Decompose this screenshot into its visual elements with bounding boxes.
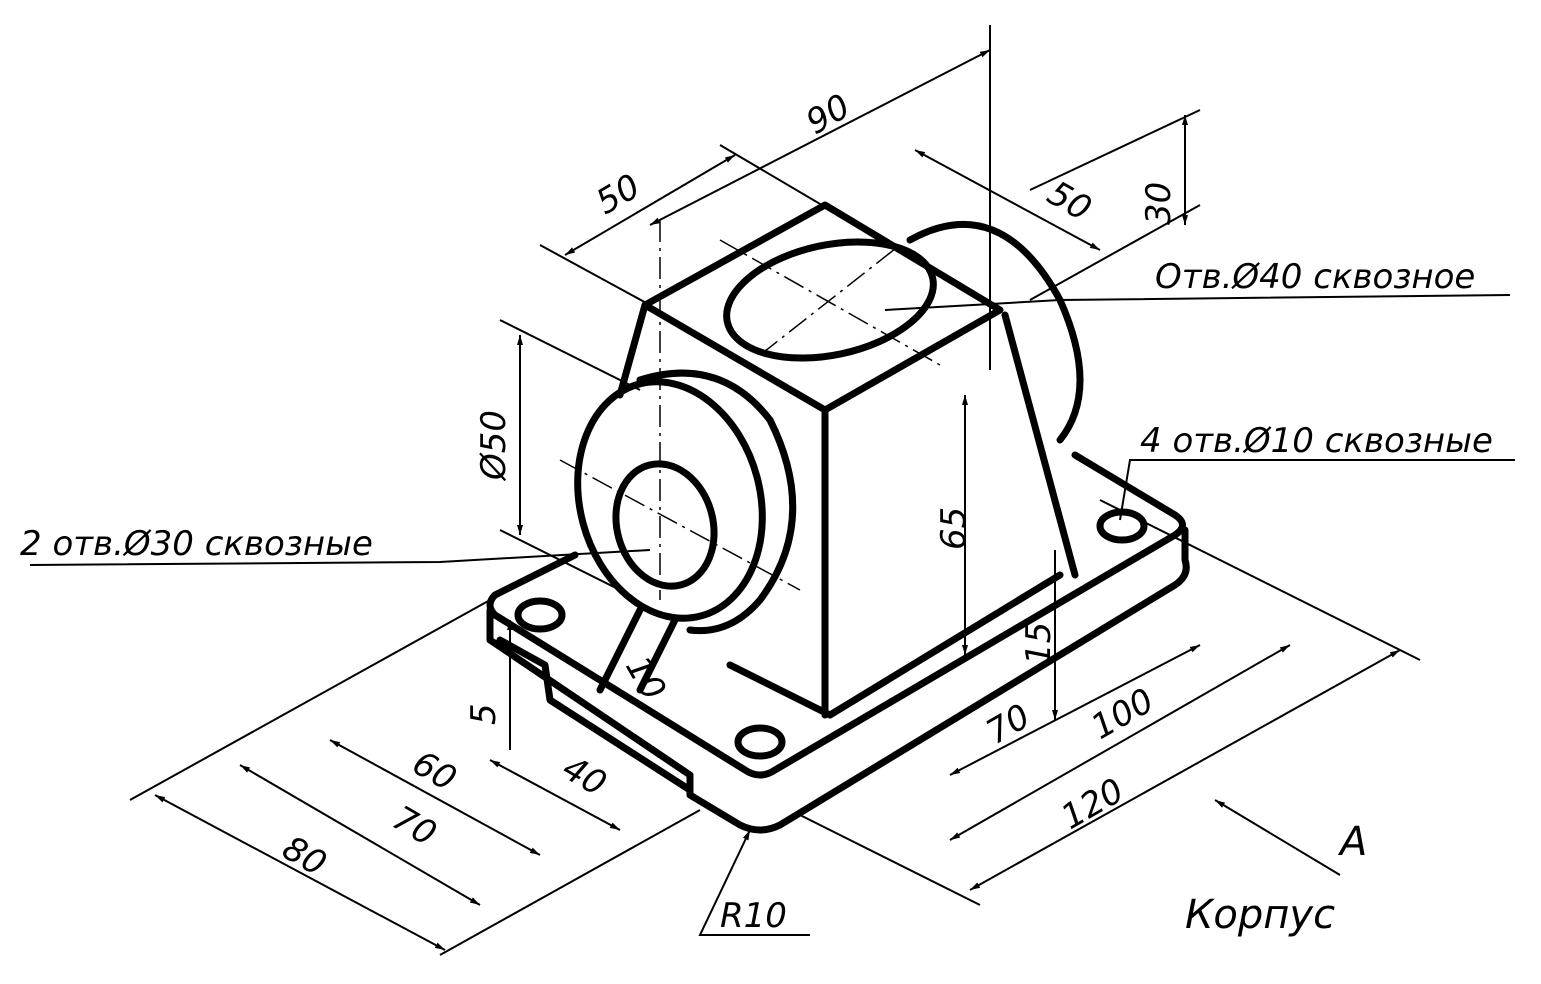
base-hole xyxy=(514,597,566,633)
note-radius: R10 xyxy=(720,896,787,936)
base-hole xyxy=(734,724,786,760)
dim-len-100: 100 xyxy=(1085,681,1161,748)
side-boss xyxy=(574,369,797,635)
rib xyxy=(596,606,679,694)
dimension-lines xyxy=(129,49,1421,956)
dim-len-120: 120 xyxy=(1055,771,1131,838)
box xyxy=(616,201,1084,719)
dim-width-40: 40 xyxy=(556,748,613,804)
dim-width-80: 80 xyxy=(276,828,333,884)
dim-plate-step: 15 xyxy=(1019,622,1059,665)
top-hole xyxy=(723,238,937,362)
note-side-holes: 2 отв.Ø30 сквозные xyxy=(20,524,373,564)
dim-boss-diameter: Ø50 xyxy=(474,410,514,482)
view-label: A xyxy=(1337,819,1367,865)
base-hole xyxy=(1096,508,1148,544)
dim-top-length: 90 xyxy=(800,87,857,143)
dim-width-60: 60 xyxy=(406,743,463,799)
side-hole xyxy=(612,460,718,590)
dim-len-70: 70 xyxy=(980,697,1037,753)
note-base-holes: 4 отв.Ø10 сквозные xyxy=(1140,421,1493,461)
dim-width-70: 70 xyxy=(386,798,443,854)
dim-boss-height: 30 xyxy=(1139,182,1179,225)
leaders xyxy=(29,294,1515,936)
dim-top-left: 50 xyxy=(590,167,647,223)
note-top-hole: Отв.Ø40 сквозное xyxy=(1155,257,1475,297)
dim-box-height: 65 xyxy=(934,507,974,550)
dim-plate-thickness: 5 xyxy=(464,703,504,725)
base-plate xyxy=(486,451,1190,834)
drawing-title: Корпус xyxy=(1185,892,1335,938)
